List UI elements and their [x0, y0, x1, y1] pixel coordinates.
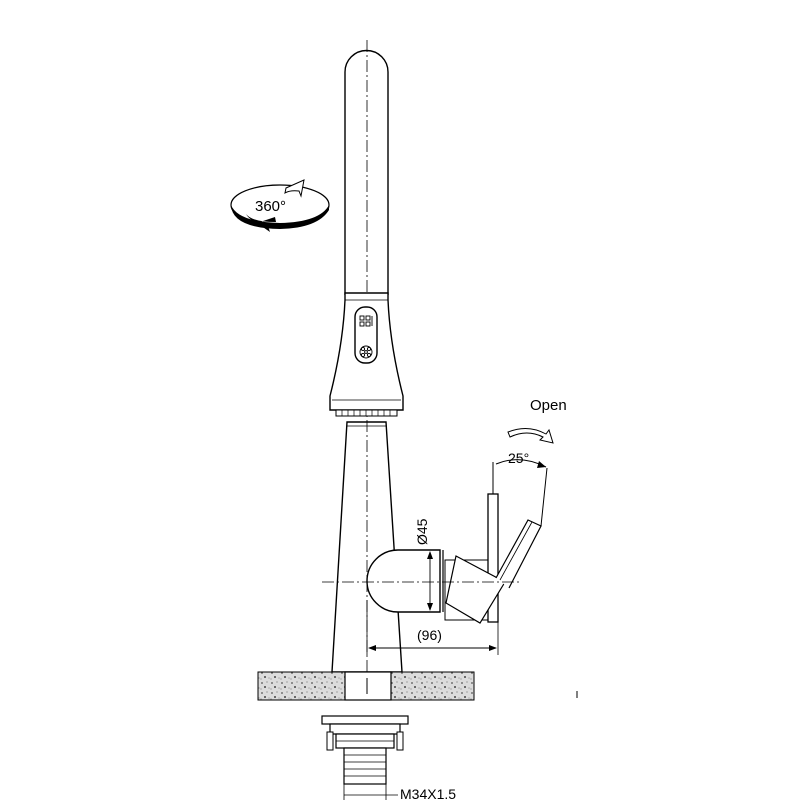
countertop-right [390, 671, 475, 701]
mounting-stud-right [396, 731, 404, 751]
angle-label: 25° [508, 450, 529, 466]
handle-closed [444, 559, 489, 621]
depth-arrow-right [489, 645, 497, 651]
handle-lever-open [445, 555, 506, 624]
mounting-bracket [329, 723, 401, 735]
spray-mode-icon [359, 345, 373, 359]
rotation-band-lower [231, 205, 329, 229]
stream-mode-icon [359, 315, 373, 327]
dia-arrow-bottom [427, 603, 433, 611]
handle-stem [495, 519, 542, 589]
spray-button-panel [354, 306, 378, 364]
threaded-connector [343, 747, 387, 785]
dia-arrow-top [427, 551, 433, 559]
mounting-washer [321, 715, 409, 725]
handle-stem-inner [499, 521, 533, 581]
thread-label: M34X1.5 [400, 786, 456, 800]
angle-tilt-ref [540, 467, 548, 527]
diameter-label: Ø45 [414, 518, 430, 545]
depth-arrow-left [368, 645, 376, 651]
open-arrow [507, 428, 554, 444]
depth-label: (96) [417, 627, 442, 643]
rotation-label: 360° [255, 198, 286, 215]
mounting-stud-left [326, 731, 334, 751]
rotation-arrow-lower [246, 214, 276, 232]
mounting-shank [344, 671, 392, 701]
lever-hub [366, 549, 441, 613]
open-label: Open [530, 397, 567, 414]
connector-threads [344, 754, 386, 777]
spray-nozzle [335, 409, 398, 417]
rotation-arrow-upper [284, 179, 305, 198]
angle-arrow-head [537, 461, 546, 468]
countertop-left [257, 671, 346, 701]
rotation-symbol: 360° [230, 179, 330, 232]
nozzle-ribs [341, 410, 391, 416]
spout-tube [344, 49, 389, 295]
